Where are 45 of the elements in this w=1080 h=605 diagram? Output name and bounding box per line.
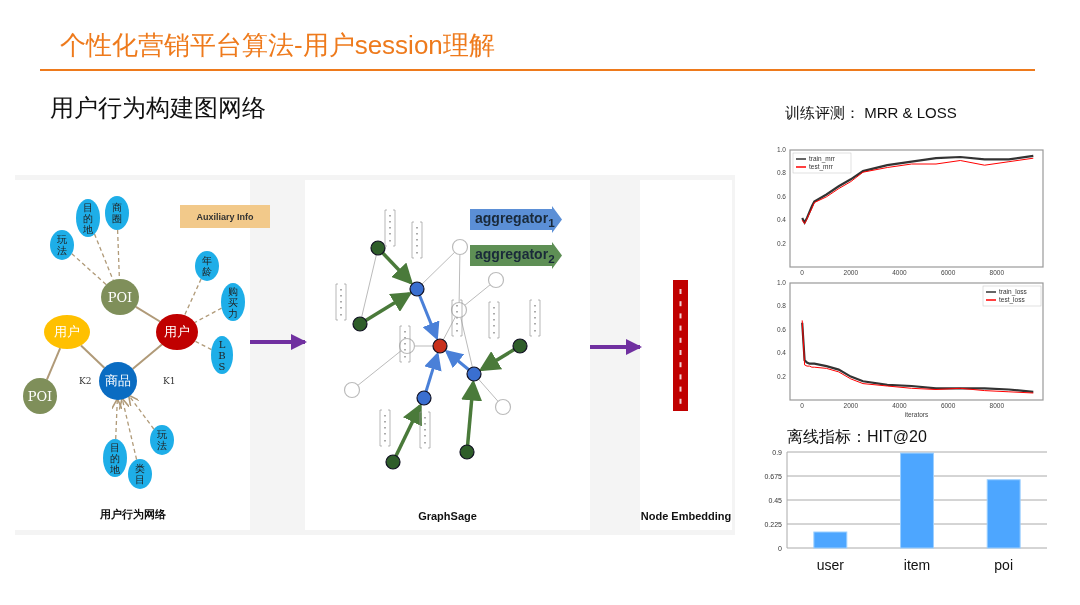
figure-panel [640,180,732,530]
relation-line [71,253,107,286]
section-heading: 训练评测： MRR & LOSS [785,104,957,123]
figure-caption: 用户行为网络 [99,507,166,522]
attribute-circle: 年龄 [195,251,219,281]
relation-line [45,347,62,381]
relation-line [80,344,106,369]
relation-line [194,307,223,324]
relation-line [194,340,213,351]
attribute-circle: 玩法 [50,230,74,260]
poi-circle: POI [23,378,57,414]
relation-line [183,278,202,316]
attribute-circle: 玩法 [150,425,174,455]
edge-label: K2 [78,376,93,386]
relation-line [118,397,138,461]
relation-line [110,397,123,440]
aggregator-arrow: aggregator$_{1}$ [470,206,562,233]
user-circle: 用户 [156,314,198,350]
chart-title: 离线指标：HIT@20 [787,427,927,447]
legend-tag: Auxiliary Info [180,205,270,228]
attribute-circle: 目的地 [76,199,100,237]
attribute-circle: 目的地 [103,439,127,477]
relation-line [127,394,155,430]
attribute-circle: 类目 [128,459,152,489]
page-title: 个性化营销平台算法-用户session理解 [60,29,495,62]
aggregator-arrow: aggregator$_{2}$ [470,242,562,269]
attribute-circle: LBS [211,336,233,374]
user-circle: 用户 [44,315,90,349]
relation-line [131,343,163,370]
section-heading: 用户行为构建图网络 [50,93,266,123]
item-circle: 商品 [99,362,137,400]
figure-caption: Node Embedding [640,510,732,522]
flow-arrow [590,339,642,355]
category-label: item [903,557,931,573]
relation-line [93,233,114,281]
edge-label: K1 [162,376,177,386]
poi-circle: POI [101,279,139,315]
relation-line [134,305,161,323]
attribute-circle: 商圈 [105,196,129,230]
flow-arrow [250,334,307,350]
figure-panel [305,180,590,530]
category-label: poi [994,557,1013,573]
figure-caption: GraphSage [418,510,477,522]
attribute-circle: 购买力 [221,283,245,321]
category-label: user [816,557,844,573]
